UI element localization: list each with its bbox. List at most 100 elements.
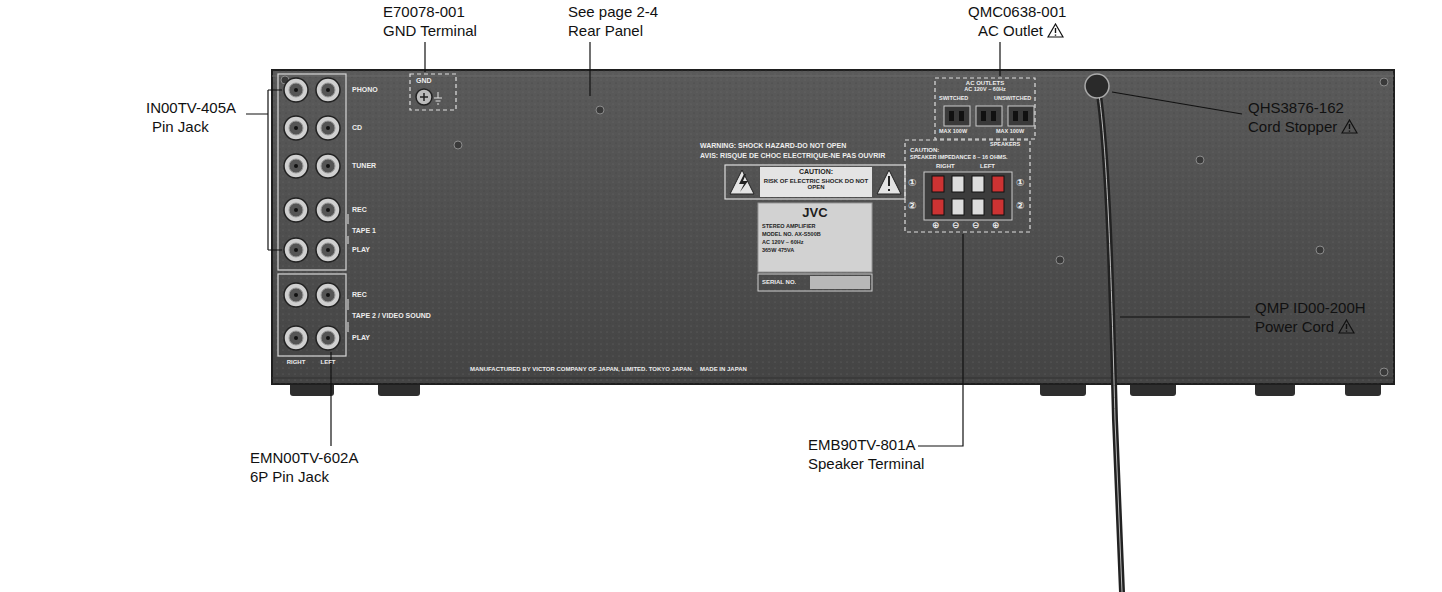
screw — [454, 141, 462, 149]
speaker-clip — [932, 199, 944, 215]
pin-jack-sleeve — [321, 83, 335, 97]
pin-jack-sleeve — [289, 159, 303, 173]
screw — [1196, 156, 1204, 164]
nameplate-text: 365W 475VA — [762, 248, 794, 254]
callout-label: See page 2-4 — [568, 4, 658, 20]
label-text: STEREO AMPLIFIER — [762, 224, 816, 230]
label-text: ⊕ — [992, 221, 1000, 230]
pin-jack — [316, 198, 340, 222]
pin-jack-center — [326, 208, 330, 212]
outlet-slot — [1023, 111, 1028, 121]
warning-symbol — [1047, 23, 1064, 38]
warning-mark — [1346, 324, 1347, 332]
pin-jack-center — [326, 88, 330, 92]
tick — [348, 236, 349, 244]
terminal-symbol: ② — [1016, 201, 1024, 212]
callout-label: EMN00TV-602A — [250, 450, 358, 466]
pin-jack — [316, 326, 340, 350]
pin-jack-sleeve — [321, 159, 335, 173]
pin-jack-sleeve — [289, 83, 303, 97]
nameplate-text: CAUTION: — [760, 168, 872, 175]
pin-jack-center — [294, 208, 298, 212]
callout-label: Speaker Terminal — [808, 456, 924, 472]
rear-panel — [272, 70, 1394, 384]
screw — [1056, 256, 1064, 264]
pin-jack — [284, 116, 308, 140]
leader-line — [1120, 316, 1250, 317]
screw — [596, 106, 604, 114]
nameplate-text: AC 120V ~ 60Hz — [762, 240, 803, 246]
label-text: See page 2-4 — [568, 4, 658, 20]
label-text: PLAY — [352, 334, 370, 341]
screw — [1380, 78, 1388, 86]
panel-marking: CD — [352, 124, 362, 131]
speaker-clip — [972, 199, 984, 215]
caution-plate — [760, 167, 872, 197]
panel-marking: SWITCHED — [939, 96, 968, 102]
label-text: GND Terminal — [383, 23, 477, 39]
terminal-symbol: ⊖ — [972, 221, 980, 230]
label-text: AVIS: RISQUE DE CHOC ELECTRIQUE-NE PAS O… — [700, 152, 885, 159]
label-text: REC — [352, 291, 367, 298]
panel-edge — [272, 76, 1394, 77]
label-text: TUNER — [352, 162, 376, 169]
speaker-clip — [992, 176, 1004, 192]
label-text: Cord Stopper — [1248, 119, 1337, 135]
pin-jack-sleeve — [289, 331, 303, 345]
ground-symbol — [434, 92, 442, 104]
label-text: GND — [416, 77, 432, 84]
pin-jack-sleeve — [321, 121, 335, 135]
panel-marking: SERIAL NO. — [762, 279, 796, 285]
warning-mark — [1349, 124, 1350, 132]
label-text: AC Outlet — [978, 23, 1043, 39]
pin-jack-center — [294, 126, 298, 130]
leader-line — [999, 42, 1000, 76]
label-text: ② — [1016, 201, 1024, 212]
pin-jack — [284, 198, 308, 222]
leader-line — [246, 90, 282, 250]
label-text: Rear Panel — [568, 23, 643, 39]
panel-marking: MADE IN JAPAN — [700, 366, 747, 372]
power-cord-highlight — [1098, 88, 1122, 592]
serial-frame — [758, 274, 872, 291]
speaker-clip — [992, 199, 1004, 215]
warning-symbol — [1341, 119, 1358, 134]
panel-marking: AVIS: RISQUE DE CHOC ELECTRIQUE-NE PAS O… — [700, 152, 885, 159]
label-text: EMN00TV-602A — [250, 450, 358, 466]
caution-frame — [725, 165, 905, 199]
label-text: SPEAKERS — [990, 142, 1020, 148]
pin-jack — [316, 154, 340, 178]
label-text: ⊕ — [932, 221, 940, 230]
callout-label: GND Terminal — [383, 23, 477, 39]
label-text: Speaker Terminal — [808, 456, 924, 472]
screw — [1380, 368, 1388, 376]
panel-marking: SPEAKER IMPEDANCE 8 ~ 16 OHMS. — [910, 155, 1008, 161]
label-text: Pin Jack — [152, 119, 209, 135]
exclamation-symbol — [888, 176, 890, 191]
pin-jack — [284, 326, 308, 350]
pin-jack-center — [326, 293, 330, 297]
pin-jack-center — [326, 126, 330, 130]
warning-triangle — [1048, 24, 1063, 37]
jack-group-frame — [278, 274, 346, 356]
pin-jack — [316, 238, 340, 262]
lightning-symbol — [739, 174, 748, 192]
nameplate-text: STEREO AMPLIFIER — [762, 224, 816, 230]
tick — [348, 299, 349, 310]
label-text: RIGHT — [936, 163, 955, 169]
panel-marking: SPEAKERS — [990, 142, 1020, 148]
panel-marking: RIGHT — [936, 163, 955, 169]
label-text: MODEL NO. AX-S500B — [762, 232, 821, 238]
pin-jack-center — [326, 248, 330, 252]
terminal-symbol: ① — [1016, 178, 1024, 189]
callout-label: Pin Jack — [152, 119, 209, 135]
pin-jack-center — [294, 164, 298, 168]
callout-label: QHS3876-162 — [1248, 100, 1344, 116]
panel-marking: UNSWITCHED — [994, 96, 1031, 102]
tick — [348, 322, 349, 332]
outlet-slot — [991, 111, 996, 121]
label-text: WARNING: SHOCK HAZARD-DO NOT OPEN — [700, 142, 846, 149]
label-text: QHS3876-162 — [1248, 100, 1344, 116]
label-text: CD — [352, 124, 362, 131]
